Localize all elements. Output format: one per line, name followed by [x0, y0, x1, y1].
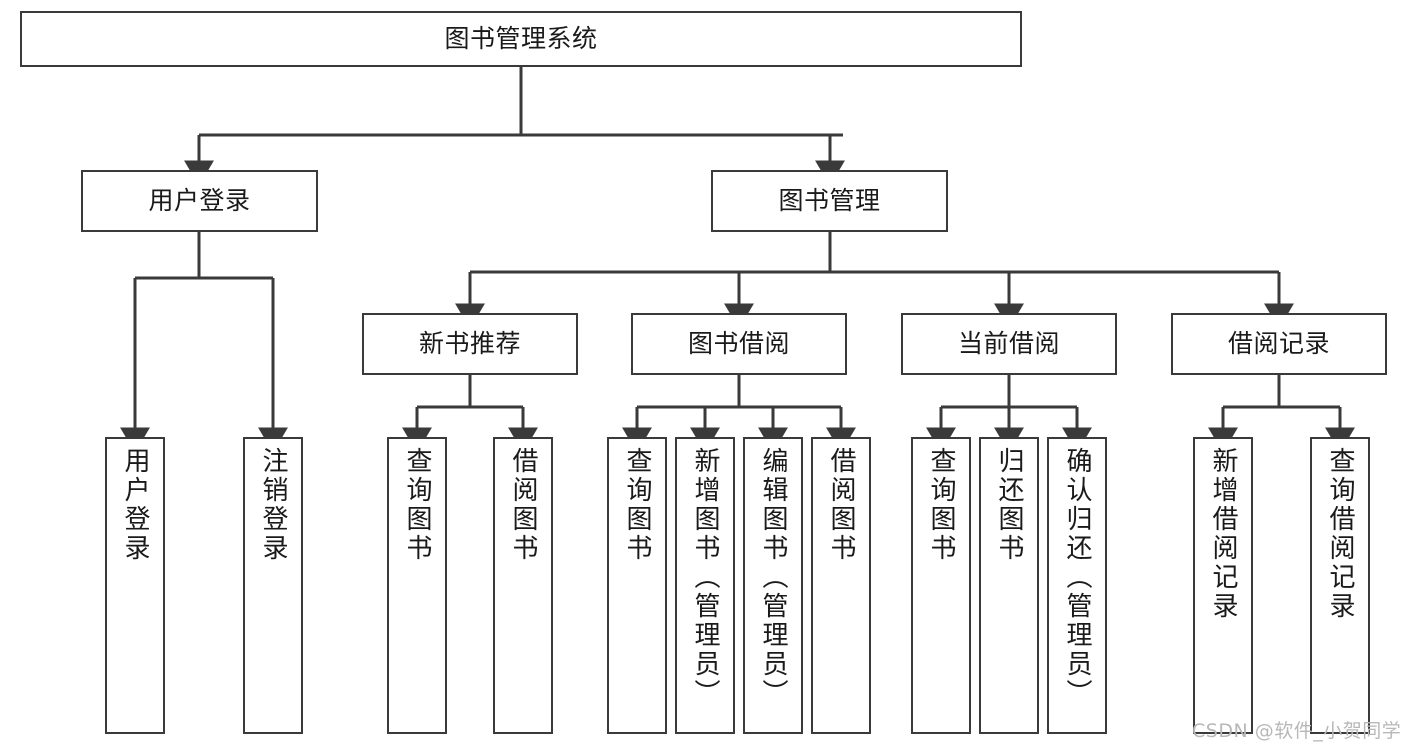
node-label: 借阅图书	[826, 447, 856, 563]
node-label: 归还图书	[994, 447, 1024, 563]
leaf-confirm-return-admin[interactable]: 确认归还（管理员）	[1047, 437, 1107, 734]
csdn-watermark: CSDN @软件_小贺同学	[1192, 720, 1402, 742]
node-label: 图书借阅	[687, 329, 790, 359]
leaf-edit-book-admin[interactable]: 编辑图书（管理员）	[743, 437, 803, 734]
leaf-add-book-admin[interactable]: 新增图书（管理员）	[675, 437, 735, 734]
node-root-book-management-system[interactable]: 图书管理系统	[20, 11, 1022, 67]
node-label: 用户登录	[120, 447, 150, 563]
node-label: 查询图书	[402, 447, 432, 563]
leaf-query-books-current[interactable]: 查询图书	[911, 437, 971, 734]
node-label: 查询借阅记录	[1325, 447, 1355, 621]
node-label: 注销登录	[258, 447, 288, 563]
node-label: 借阅记录	[1227, 329, 1330, 359]
node-label: 确认归还（管理员）	[1062, 447, 1092, 708]
node-borrowing-records[interactable]: 借阅记录	[1171, 313, 1387, 375]
node-label: 查询图书	[926, 447, 956, 563]
node-label: 图书管理	[778, 186, 881, 216]
node-book-borrowing[interactable]: 图书借阅	[631, 313, 847, 375]
node-label: 图书管理系统	[444, 24, 598, 54]
leaf-return-books[interactable]: 归还图书	[979, 437, 1039, 734]
node-label: 查询图书	[622, 447, 652, 563]
node-new-book-recommendation[interactable]: 新书推荐	[362, 313, 578, 375]
node-label: 编辑图书（管理员）	[758, 447, 788, 708]
leaf-user-login[interactable]: 用户登录	[105, 437, 165, 734]
leaf-logout[interactable]: 注销登录	[243, 437, 303, 734]
node-label: 用户登录	[148, 186, 251, 216]
leaf-query-books-newbook[interactable]: 查询图书	[387, 437, 447, 734]
leaf-query-borrow-record[interactable]: 查询借阅记录	[1310, 437, 1370, 734]
node-label: 借阅图书	[508, 447, 538, 563]
node-book-management[interactable]: 图书管理	[711, 170, 948, 232]
leaf-add-borrow-record[interactable]: 新增借阅记录	[1193, 437, 1253, 734]
node-label: 新增借阅记录	[1208, 447, 1238, 621]
leaf-query-books-borrow[interactable]: 查询图书	[607, 437, 667, 734]
node-label: 新增图书（管理员）	[690, 447, 720, 708]
leaf-borrow-books-borrow[interactable]: 借阅图书	[811, 437, 871, 734]
node-current-borrowing[interactable]: 当前借阅	[901, 313, 1117, 375]
node-user-login[interactable]: 用户登录	[81, 170, 318, 232]
node-label: 当前借阅	[957, 329, 1060, 359]
leaf-borrow-books-newbook[interactable]: 借阅图书	[493, 437, 553, 734]
node-label: 新书推荐	[418, 329, 521, 359]
